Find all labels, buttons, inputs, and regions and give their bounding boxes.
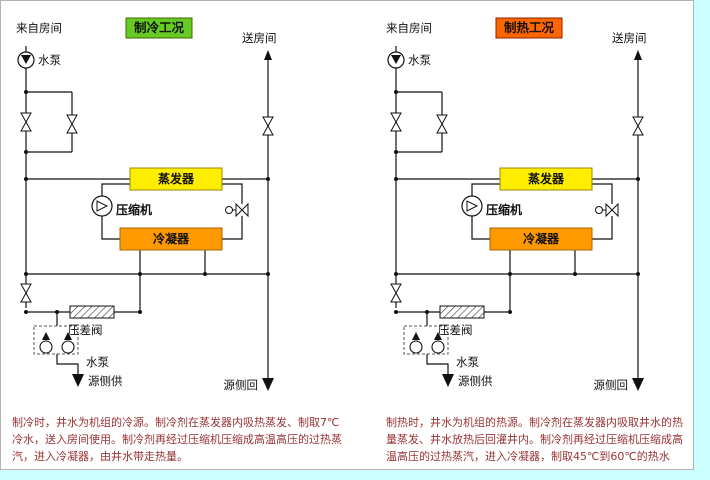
pressure-valve-label: 压差阀 (438, 323, 473, 337)
source-supply-marker-icon (442, 374, 454, 387)
evaporator-label: 蒸发器 (158, 171, 195, 186)
source-supply-label: 源侧供 (88, 374, 123, 388)
expansion-valve-icon (225, 202, 249, 218)
valve-icon (20, 112, 32, 132)
source-return-label: 源侧回 (594, 378, 629, 392)
valve-icons (390, 112, 644, 303)
evaporator-label: 蒸发器 (528, 171, 565, 186)
valve-icon (66, 114, 78, 134)
well-pump-icon (431, 332, 445, 354)
source-supply-label: 源侧供 (458, 374, 493, 388)
mode-label: 制冷工况 (134, 20, 185, 35)
pressure-diff-valve-icon (69, 305, 115, 319)
condenser-box (119, 227, 223, 251)
source-supply-marker-icon (72, 374, 84, 387)
top-pump-icon (387, 51, 405, 69)
valve-icon (390, 283, 402, 303)
source-return-marker-icon (632, 378, 644, 391)
condenser-label: 冷凝器 (153, 231, 190, 246)
mode-label: 制热工况 (504, 20, 555, 35)
valve-icon (20, 283, 32, 303)
cooling-diagram: 制冷工况 来自房间 水泵 送房间 压缩机 蒸发器 冷凝器 压差阀 水泵 源侧供 … (16, 17, 277, 392)
compressor-label: 压缩机 (116, 202, 152, 217)
evaporator-box (499, 167, 593, 191)
bottom-pump-label: 水泵 (86, 355, 109, 369)
evaporator-box (129, 167, 223, 191)
top-pump-label: 水泵 (38, 53, 61, 67)
valve-icon (390, 112, 402, 132)
condenser-label: 冷凝器 (523, 231, 560, 246)
valve-icons (20, 112, 274, 303)
to-room-arrow-icon (264, 50, 272, 60)
to-room-label: 送房间 (612, 31, 647, 45)
valve-icon (262, 116, 274, 136)
well-pump-icon (61, 332, 75, 354)
pipe-junction-dots (24, 90, 270, 314)
heating-diagram: 制热工况 来自房间 水泵 送房间 压缩机 蒸发器 冷凝器 压差阀 水泵 源侧供 … (386, 17, 647, 392)
heating-caption: 制热时，井水为机组的热源。制冷剂在蒸发器内吸取井水的热量蒸发、井水放热后回灌井内… (386, 416, 683, 464)
pressure-diff-valve-icon (439, 305, 485, 319)
source-return-label: 源侧回 (224, 378, 259, 392)
to-room-arrow-icon (634, 50, 642, 60)
top-pump-label: 水泵 (408, 53, 431, 67)
mode-badge: 制热工况 (495, 17, 563, 39)
compressor-label: 压缩机 (486, 202, 522, 217)
to-room-label: 送房间 (242, 31, 277, 45)
cooling-caption: 制冷时，井水为机组的冷源。制冷剂在蒸发器内吸热蒸发、制取7℃冷水，送入房间使用。… (12, 416, 342, 464)
bottom-pump-group (403, 325, 449, 355)
well-pump-icon (409, 332, 423, 354)
valve-icon (632, 116, 644, 136)
pipe-junction-dots (394, 90, 640, 314)
bottom-pump-group (33, 325, 79, 355)
compressor-icon (461, 195, 483, 217)
mode-badge: 制冷工况 (125, 17, 193, 39)
expansion-valve-icon (595, 202, 619, 218)
pressure-valve-label: 压差阀 (68, 323, 103, 337)
valve-icon (436, 114, 448, 134)
from-room-label: 来自房间 (386, 21, 432, 35)
condenser-box (489, 227, 593, 251)
from-room-label: 来自房间 (16, 21, 62, 35)
well-pump-icon (39, 332, 53, 354)
source-return-marker-icon (262, 378, 274, 391)
top-pump-icon (17, 51, 35, 69)
compressor-icon (91, 195, 113, 217)
bottom-pump-label: 水泵 (456, 355, 479, 369)
